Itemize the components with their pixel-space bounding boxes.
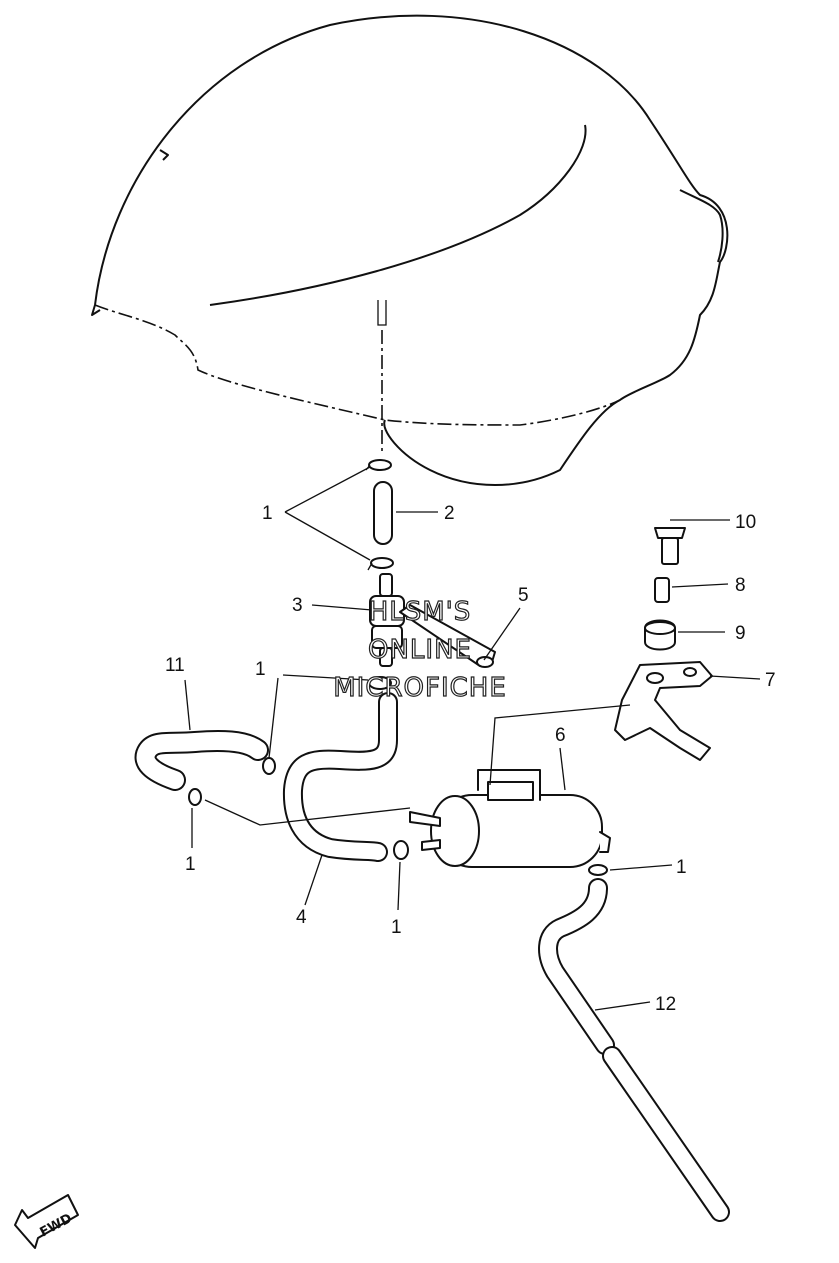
fuel-tank (91, 14, 729, 486)
clip-left (188, 788, 202, 806)
clip-center (393, 840, 409, 860)
callout-10: 10 (735, 512, 756, 533)
watermark: HLSM'S ONLINE MICROFICHE (333, 596, 507, 703)
callout-1-top: 1 (262, 503, 273, 524)
callout-5: 5 (518, 585, 529, 606)
callout-11: 11 (165, 655, 185, 676)
callout-12: 12 (655, 994, 676, 1015)
collar-8 (654, 577, 670, 603)
hose-4 (282, 692, 398, 862)
lower-clip (367, 557, 394, 571)
callout-9: 9 (735, 623, 746, 644)
callout-1-right: 1 (676, 857, 687, 878)
callout-8: 8 (735, 575, 746, 596)
mid-clip (368, 676, 392, 690)
callout-labels: 1 2 3 5 10 8 9 7 11 1 6 1 4 1 1 12 (165, 503, 776, 1015)
clip-right (588, 864, 608, 876)
clip-hose11-end (262, 757, 276, 775)
callout-2: 2 (444, 503, 455, 524)
watermark-line-3: MICROFICHE (333, 673, 507, 703)
bracket-7 (614, 661, 713, 761)
callout-4: 4 (296, 907, 307, 928)
bolt-10 (654, 527, 686, 565)
fwd-arrow-icon: FWD (14, 1194, 79, 1249)
hose-11 (134, 729, 269, 791)
callout-3: 3 (292, 595, 303, 616)
upper-clip (365, 459, 392, 471)
canister-6 (409, 769, 611, 868)
callout-1-bottom: 1 (391, 917, 402, 938)
hose-12 (538, 878, 730, 1222)
watermark-line-2: ONLINE (368, 635, 472, 665)
callout-1-left: 1 (185, 854, 196, 875)
hose-2 (373, 481, 393, 545)
bracket-5 (399, 604, 496, 668)
grommet-9 (644, 619, 676, 651)
watermark-line-1: HLSM'S (369, 597, 472, 627)
leader-lines (184, 466, 761, 1011)
callout-1-mid: 1 (255, 659, 266, 680)
callout-6: 6 (555, 725, 566, 746)
callout-7: 7 (765, 670, 776, 691)
